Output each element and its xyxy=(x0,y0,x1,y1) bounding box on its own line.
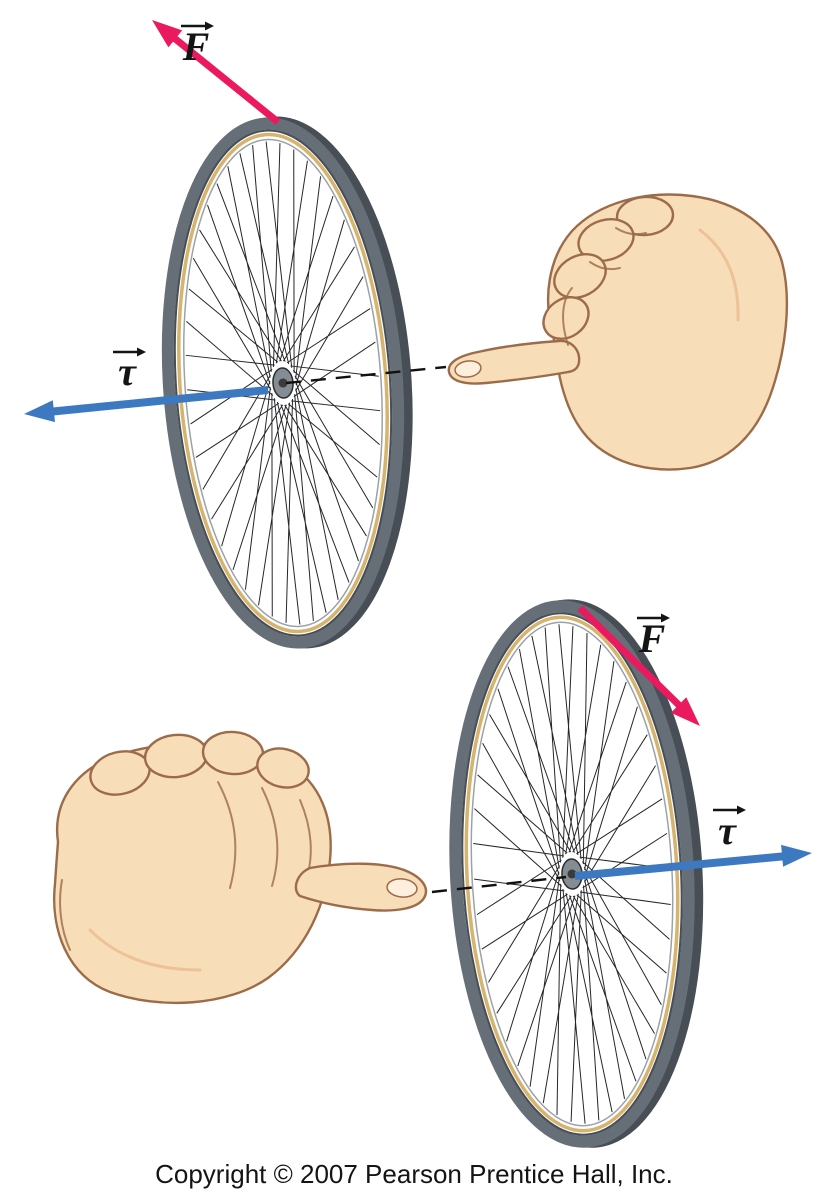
thumb xyxy=(447,339,581,385)
force-label-bottom: F xyxy=(637,613,670,661)
spokes xyxy=(473,624,671,1124)
right-hand-thumb-right xyxy=(53,730,428,1005)
force-arrow-shaft xyxy=(165,30,281,125)
bottom-panel: F τ xyxy=(53,599,812,1148)
right-hand-thumb-left xyxy=(447,193,789,471)
fist-shading xyxy=(88,928,202,972)
vector-overbar-arrowhead xyxy=(205,21,214,31)
force-arrowhead xyxy=(152,20,183,48)
torque-arrow-bottom xyxy=(574,844,812,880)
thumb-web-crease xyxy=(562,287,573,346)
knuckle xyxy=(256,747,310,789)
copyright-text: Copyright © 2007 Pearson Prentice Hall, … xyxy=(155,1159,673,1189)
spokes xyxy=(185,141,381,625)
dashed-axis-line-bottom xyxy=(431,875,567,894)
curled-finger xyxy=(553,253,607,299)
force-label-text: F xyxy=(638,616,666,661)
bicycle-wheel-bottom xyxy=(449,599,704,1148)
bicycle-wheel-top xyxy=(161,116,413,649)
top-panel: F τ xyxy=(24,20,789,649)
torque-arrow-top xyxy=(24,386,269,423)
torque-arrowhead xyxy=(781,844,812,867)
tire-inner-edge xyxy=(173,129,393,637)
finger-crease xyxy=(589,261,621,271)
thumb xyxy=(294,862,428,912)
torque-arrow-shaft xyxy=(574,852,788,880)
vector-overbar-arrowhead xyxy=(137,347,146,357)
torque-label-text: τ xyxy=(118,349,137,394)
palm-shading xyxy=(698,228,740,322)
fist xyxy=(53,742,332,1005)
curled-finger xyxy=(542,296,590,340)
hub-axle xyxy=(567,869,577,879)
torque-arrowhead xyxy=(24,400,55,423)
curled-finger-line xyxy=(217,781,237,889)
force-arrow-shaft xyxy=(577,605,691,717)
force-label-text: F xyxy=(182,24,210,69)
vector-overbar-arrowhead xyxy=(737,805,746,815)
force-label-top: F xyxy=(181,21,214,69)
dashed-axis-line-top xyxy=(285,365,447,385)
rim-accent-ring xyxy=(177,132,389,634)
thumbnail xyxy=(454,360,482,378)
torque-label-top: τ xyxy=(113,347,146,394)
finger-crease xyxy=(615,227,647,236)
force-arrowhead xyxy=(670,697,700,726)
torque-label-bottom: τ xyxy=(713,805,746,853)
hub-axle xyxy=(278,378,288,388)
vector-overbar-arrowhead xyxy=(661,613,670,623)
torque-arrow-shaft xyxy=(47,386,269,416)
rim-ring xyxy=(183,138,383,628)
thumbnail xyxy=(386,878,418,898)
wrist-crease xyxy=(59,879,71,951)
force-arrow-bottom xyxy=(577,605,700,726)
curled-finger-line xyxy=(261,787,279,887)
curled-finger xyxy=(615,195,675,237)
torque-label-text: τ xyxy=(718,808,737,853)
force-arrow-top xyxy=(152,20,281,125)
